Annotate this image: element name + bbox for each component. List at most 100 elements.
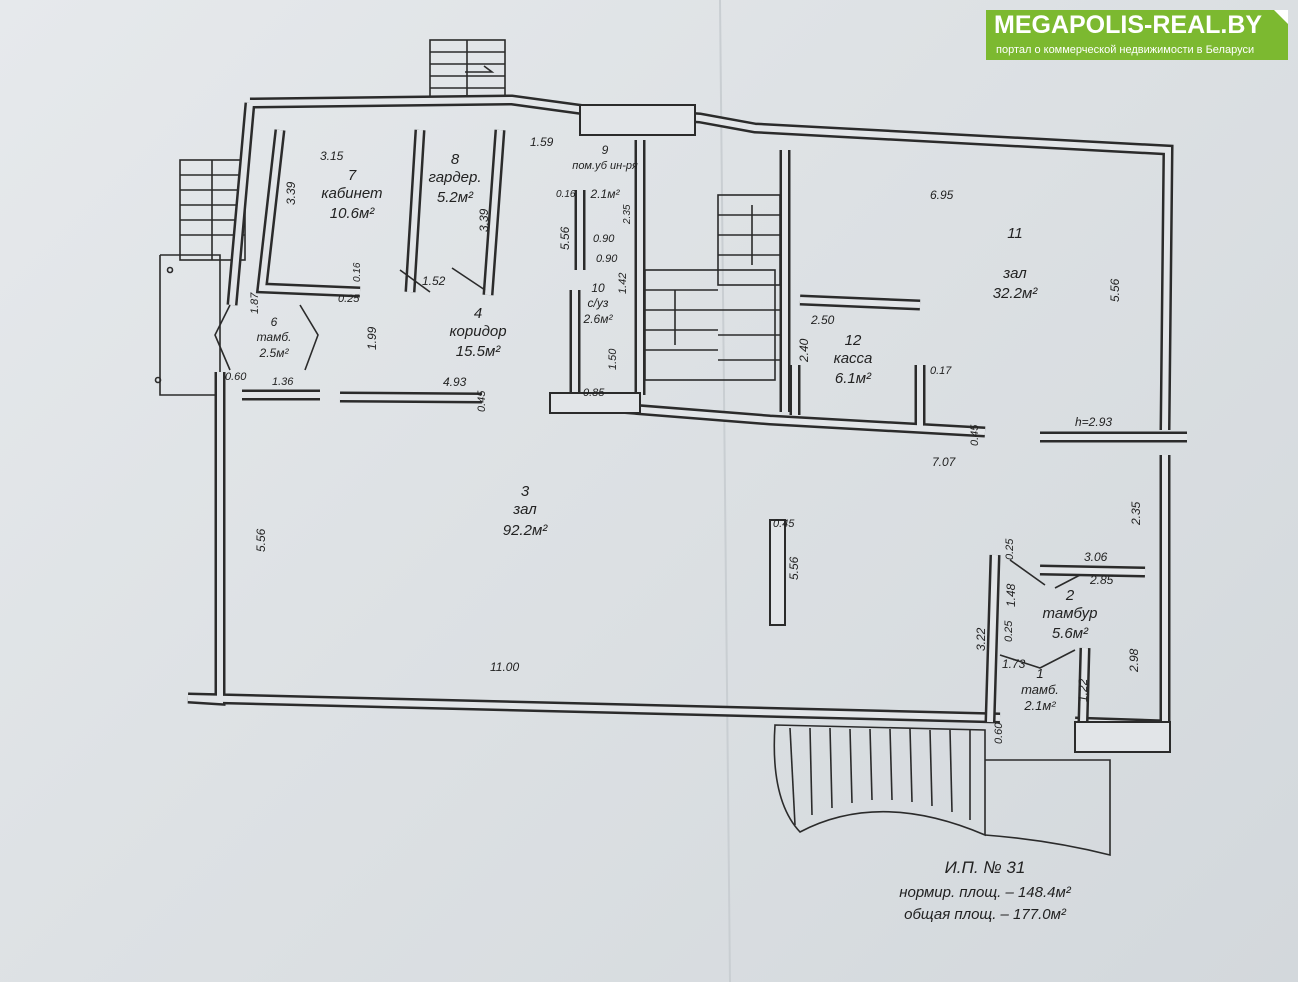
plan-label: 0.25 (1003, 620, 1015, 642)
plan-label: 0.45 (476, 390, 488, 412)
plan-label: 10.6м² (330, 205, 375, 222)
plan-label: 2.50 (810, 313, 835, 327)
plan-label: 0.60 (993, 722, 1005, 744)
plan-line (154, 376, 162, 384)
plan-label: 0.25 (338, 293, 360, 305)
plan-label: 2.35 (1129, 501, 1143, 526)
logo-corner-fold (1274, 10, 1288, 24)
plan-label: зал (1002, 265, 1027, 282)
stairs-top (429, 39, 506, 101)
plan-label: 2.1м² (1023, 698, 1056, 713)
plan-label: 0.17 (930, 365, 952, 377)
plan-label: 2.85 (1089, 573, 1114, 587)
total-area: общая площ. – 177.0м² (904, 906, 1067, 923)
dimension-labels: 3.15 3.39 3.39 1.59 0.16 2.35 5.56 0.90 … (225, 135, 1143, 744)
plan-line (773, 724, 986, 837)
plan-label: 7.07 (932, 455, 957, 469)
plan-line (549, 392, 641, 414)
plan-label: тамб. (1021, 682, 1059, 697)
plan-label: 0.16 (352, 262, 363, 282)
plan-label: 11.00 (490, 660, 519, 674)
plan-label: 2.1м² (590, 187, 621, 201)
plan-label: 11 (1007, 225, 1023, 242)
plan-label: с/уз (588, 296, 609, 310)
plan-line (929, 729, 933, 807)
paper-fold (719, 0, 731, 982)
plan-label: 2.6м² (583, 312, 614, 326)
room-8: 8 гардер. 5.2м² (428, 151, 481, 206)
site-logo[interactable]: MEGAPOLIS-REAL.BY портал о коммерческой … (986, 10, 1288, 60)
plan-label: 1.22 (1076, 678, 1090, 702)
plan-line (984, 759, 1111, 857)
plan-label: 0.90 (596, 253, 618, 265)
plan-label: 8 (451, 151, 460, 168)
plan-line (159, 254, 221, 396)
room-7: 7 кабинет 10.6м² (321, 167, 382, 222)
plan-label: 1.87 (249, 292, 261, 314)
plan-line (829, 727, 833, 809)
plan-label: 0.60 (225, 371, 247, 383)
plan-line (579, 104, 696, 136)
plan-label: 3.15 (320, 149, 344, 163)
room-1: 1 тамб. 2.1м² (1021, 666, 1059, 713)
plan-line (949, 729, 953, 813)
plan-label: 6 (271, 315, 278, 329)
plan-label: зал (512, 501, 537, 518)
plan-line (809, 727, 813, 816)
plan-label: пом.уб ин-ря (572, 160, 638, 172)
stairs-bottom (773, 724, 1111, 857)
plan-line (849, 728, 853, 804)
plan-label: 0.45 (773, 518, 795, 530)
stairs-center (644, 194, 781, 381)
logo-title: MEGAPOLIS-REAL.BY (994, 11, 1263, 39)
walls (187, 94, 1187, 753)
plan-label: 2.35 (622, 204, 633, 225)
room-12: 12 касса 6.1м² (834, 332, 873, 387)
plan-id: И.П. № 31 (945, 858, 1026, 877)
plan-label: 1.59 (530, 135, 554, 149)
plan-label: 1.52 (422, 274, 446, 288)
room-11: 11 зал 32.2м² (993, 225, 1038, 302)
plan-line (1074, 721, 1171, 753)
plan-label: 10 (591, 281, 605, 295)
plan-label: 4 (474, 305, 482, 322)
plan-label: 5.56 (254, 528, 268, 552)
plan-label: 12 (845, 332, 862, 349)
plan-line (465, 65, 495, 73)
room-2: 2 тамбур 5.6м² (1043, 587, 1098, 642)
plan-label: 1.99 (365, 326, 379, 350)
room-6: 6 тамб. 2.5м² (257, 315, 292, 360)
plan-label: 5.56 (1108, 278, 1122, 302)
plan-line (242, 129, 1187, 723)
plan-line (214, 267, 1081, 669)
plan-label: 5.2м² (437, 189, 474, 206)
plan-label: тамб. (257, 330, 292, 344)
plan-label: 2.98 (1127, 648, 1141, 673)
plan-label: 9 (602, 143, 609, 157)
plan-label: кабинет (321, 185, 382, 202)
plan-line (789, 727, 796, 826)
plan-label: 0.16 (556, 189, 576, 200)
norm-area: нормир. площ. – 148.4м² (899, 884, 1072, 901)
logo-subtitle: портал о коммерческой недвижимости в Бел… (996, 44, 1255, 56)
plan-label: 1 (1036, 666, 1043, 681)
plan-label: 0.85 (583, 387, 605, 399)
plan-label: 3.39 (284, 181, 298, 205)
plan-label: 1.73 (1002, 657, 1026, 671)
plan-label: гардер. (428, 169, 481, 186)
plan-label: 92.2м² (503, 522, 548, 539)
plan-label: 7 (348, 167, 357, 184)
plan-label: 3.06 (1084, 550, 1108, 564)
plan-label: тамбур (1043, 605, 1098, 622)
plan-label: касса (834, 350, 873, 367)
plan-summary: И.П. № 31 нормир. площ. – 148.4м² общая … (899, 858, 1072, 923)
plan-label: 15.5м² (456, 343, 501, 360)
plan-label: h=2.93 (1075, 415, 1112, 429)
plan-label: 4.93 (443, 375, 467, 389)
plan-label: 6.1м² (835, 370, 872, 387)
plan-line (242, 129, 1187, 723)
plan-line (909, 728, 913, 803)
plan-label: 3 (521, 483, 530, 500)
plan-label: 32.2м² (993, 285, 1038, 302)
